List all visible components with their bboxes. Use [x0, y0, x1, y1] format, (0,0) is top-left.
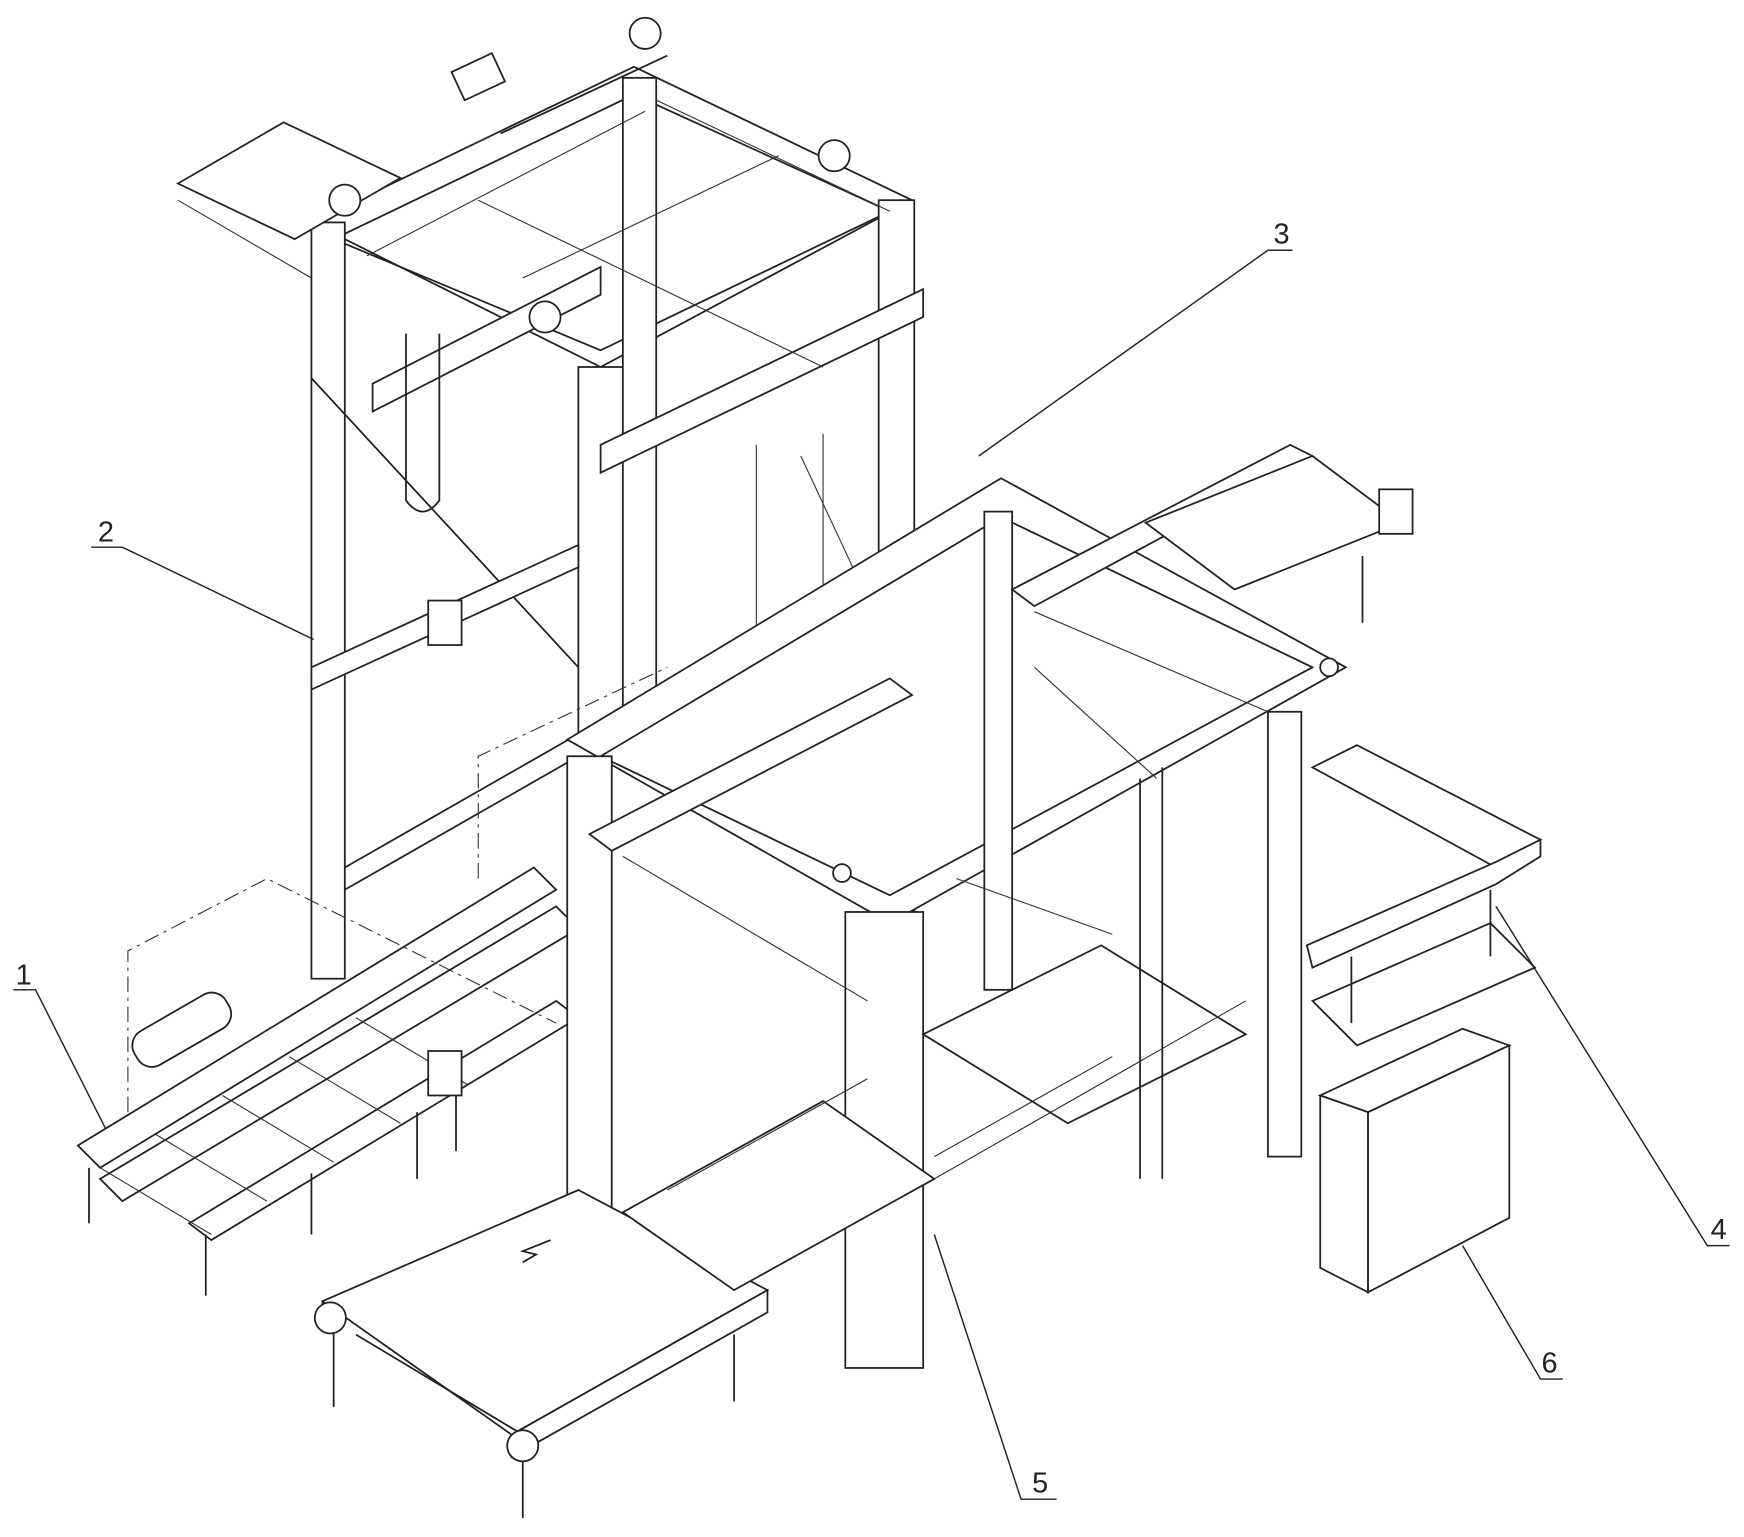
label-6-text: 6: [1542, 1347, 1558, 1379]
label-6: 6: [1461, 1245, 1563, 1380]
outfeed-conveyor: [313, 944, 1248, 1519]
control-cabinet: [1317, 1027, 1512, 1294]
label-1-text: 1: [16, 959, 32, 991]
label-3-text: 3: [1274, 219, 1290, 251]
side-conveyor: [1143, 454, 1543, 1047]
label-3: 3: [978, 219, 1293, 457]
label-4-text: 4: [1711, 1214, 1727, 1246]
label-5-text: 5: [1032, 1468, 1048, 1500]
label-4: 4: [1495, 906, 1730, 1247]
label-5: 5: [933, 1234, 1057, 1500]
label-1: 1: [13, 959, 107, 1130]
label-2: 2: [91, 517, 314, 641]
label-2-text: 2: [98, 517, 114, 549]
